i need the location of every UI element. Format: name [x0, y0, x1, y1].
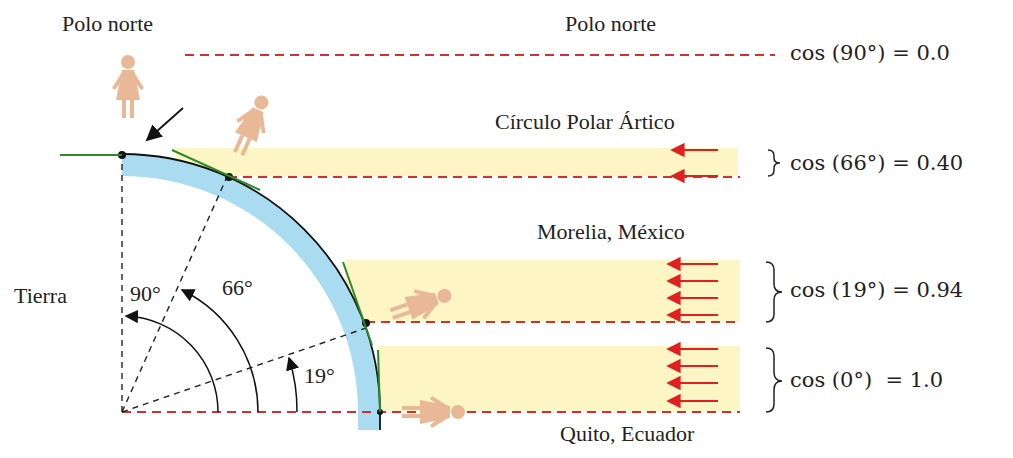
- cosine-value: cos (66°) = 0.40: [790, 152, 963, 175]
- tangent-lines: [60, 150, 380, 412]
- light-band: [345, 260, 740, 322]
- angle-label: 66°: [222, 276, 253, 300]
- pole-label: Polo norte: [565, 12, 656, 36]
- radius-lines: [122, 158, 366, 412]
- person-figures: [112, 55, 465, 428]
- cosine-value: cos (19°) = 0.94: [790, 279, 963, 302]
- place-label: Quito, Ecuador: [560, 422, 694, 446]
- pole-label: Polo norte: [62, 12, 153, 36]
- angle-arcs: [126, 290, 297, 412]
- earth-surface: [122, 154, 380, 430]
- place-label: Círculo Polar Ártico: [495, 110, 675, 134]
- light-band: [176, 148, 738, 176]
- sun-rays: [668, 150, 718, 401]
- light-band: [378, 346, 740, 412]
- angle-label: 19°: [304, 364, 335, 388]
- place-label: Morelia, México: [537, 220, 685, 244]
- cosine-value: cos (90°) = 0.0: [790, 42, 950, 65]
- angle-label: 90°: [130, 282, 161, 306]
- earth-label: Tierra: [14, 284, 67, 308]
- braces: [766, 150, 782, 412]
- cosine-value: cos (0°) = 1.0: [790, 369, 943, 392]
- ray-lines: [122, 55, 775, 412]
